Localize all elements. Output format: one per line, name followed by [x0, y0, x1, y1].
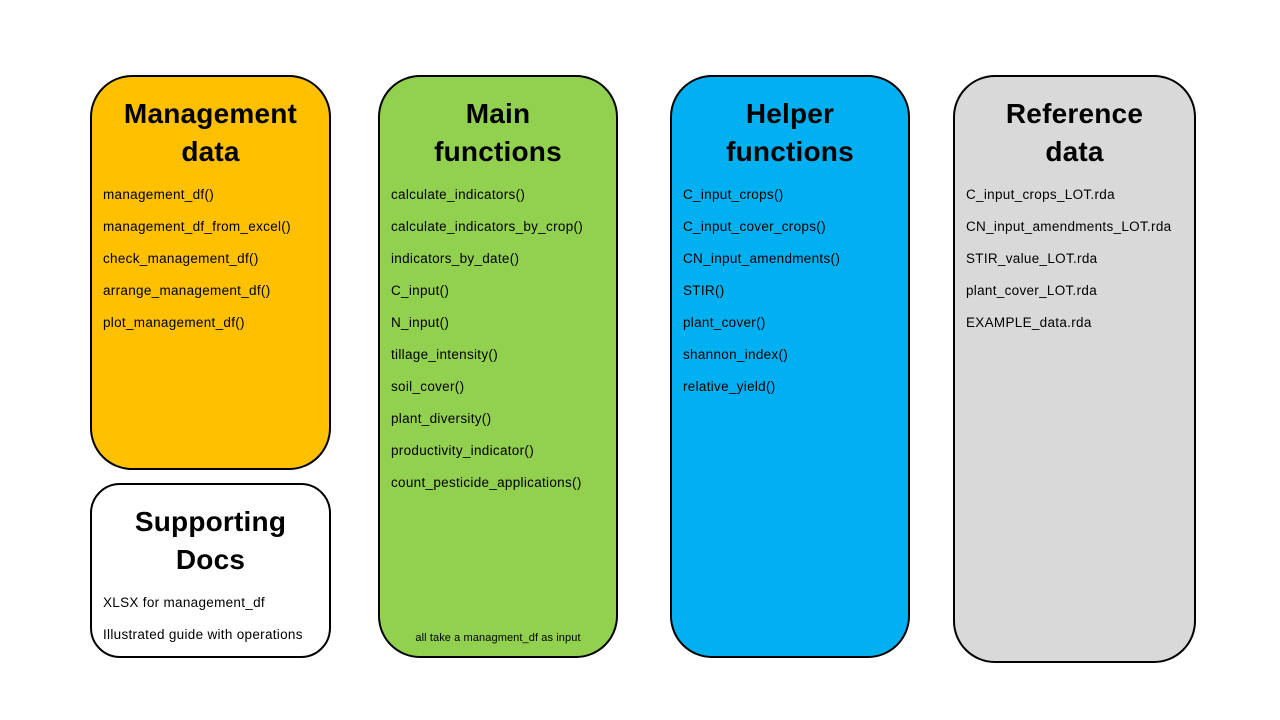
list-item: indicators_by_date(): [391, 251, 520, 266]
supporting-docs-box: Supporting Docs XLSX for management_df I…: [90, 483, 331, 658]
list-item: check_management_df(): [103, 251, 259, 266]
list-item: productivity_indicator(): [391, 443, 535, 458]
helper-functions-list: C_input_crops() C_input_cover_crops() CN…: [672, 179, 908, 403]
list-item: calculate_indicators_by_crop(): [391, 219, 584, 234]
list-item: XLSX for management_df: [103, 595, 265, 610]
list-item: plot_management_df(): [103, 315, 245, 330]
list-item: C_input(): [391, 283, 450, 298]
list-item: tillage_intensity(): [391, 347, 498, 362]
supporting-docs-title: Supporting Docs: [134, 506, 287, 575]
list-item: EXAMPLE_data.rda: [966, 315, 1092, 330]
main-functions-footnote: all take a managment_df as input: [415, 632, 581, 644]
main-functions-list: calculate_indicators() calculate_indicat…: [380, 179, 616, 499]
list-item: N_input(): [391, 315, 450, 330]
list-item: arrange_management_df(): [103, 283, 271, 298]
helper-functions-title: Helper functions: [726, 98, 854, 167]
supporting-docs-list: XLSX for management_df Illustrated guide…: [92, 587, 329, 651]
main-functions-title: Main functions: [434, 98, 562, 167]
list-item: C_input_crops(): [683, 187, 784, 202]
list-item: C_input_crops_LOT.rda: [966, 187, 1115, 202]
management-data-title: Management data: [123, 98, 298, 167]
reference-data-list: C_input_crops_LOT.rda CN_input_amendment…: [955, 179, 1194, 339]
list-item: CN_input_amendments_LOT.rda: [966, 219, 1172, 234]
reference-data-box: Reference data C_input_crops_LOT.rda CN_…: [953, 75, 1196, 663]
list-item: STIR(): [683, 283, 725, 298]
list-item: count_pesticide_applications(): [391, 475, 582, 490]
main-functions-box: Main functions calculate_indicators() ca…: [378, 75, 618, 658]
list-item: calculate_indicators(): [391, 187, 526, 202]
management-data-list: management_df() management_df_from_excel…: [92, 179, 329, 339]
list-item: shannon_index(): [683, 347, 789, 362]
list-item: management_df_from_excel(): [103, 219, 291, 234]
list-item: C_input_cover_crops(): [683, 219, 826, 234]
list-item: STIR_value_LOT.rda: [966, 251, 1098, 266]
helper-functions-box: Helper functions C_input_crops() C_input…: [670, 75, 910, 658]
list-item: plant_cover_LOT.rda: [966, 283, 1098, 298]
reference-data-title: Reference data: [1005, 98, 1144, 167]
list-item: management_df(): [103, 187, 215, 202]
list-item: Illustrated guide with operations: [103, 627, 303, 642]
list-item: plant_diversity(): [391, 411, 492, 426]
list-item: plant_cover(): [683, 315, 766, 330]
list-item: CN_input_amendments(): [683, 251, 841, 266]
list-item: soil_cover(): [391, 379, 465, 394]
list-item: relative_yield(): [683, 379, 776, 394]
management-data-box: Management data management_df() manageme…: [90, 75, 331, 470]
